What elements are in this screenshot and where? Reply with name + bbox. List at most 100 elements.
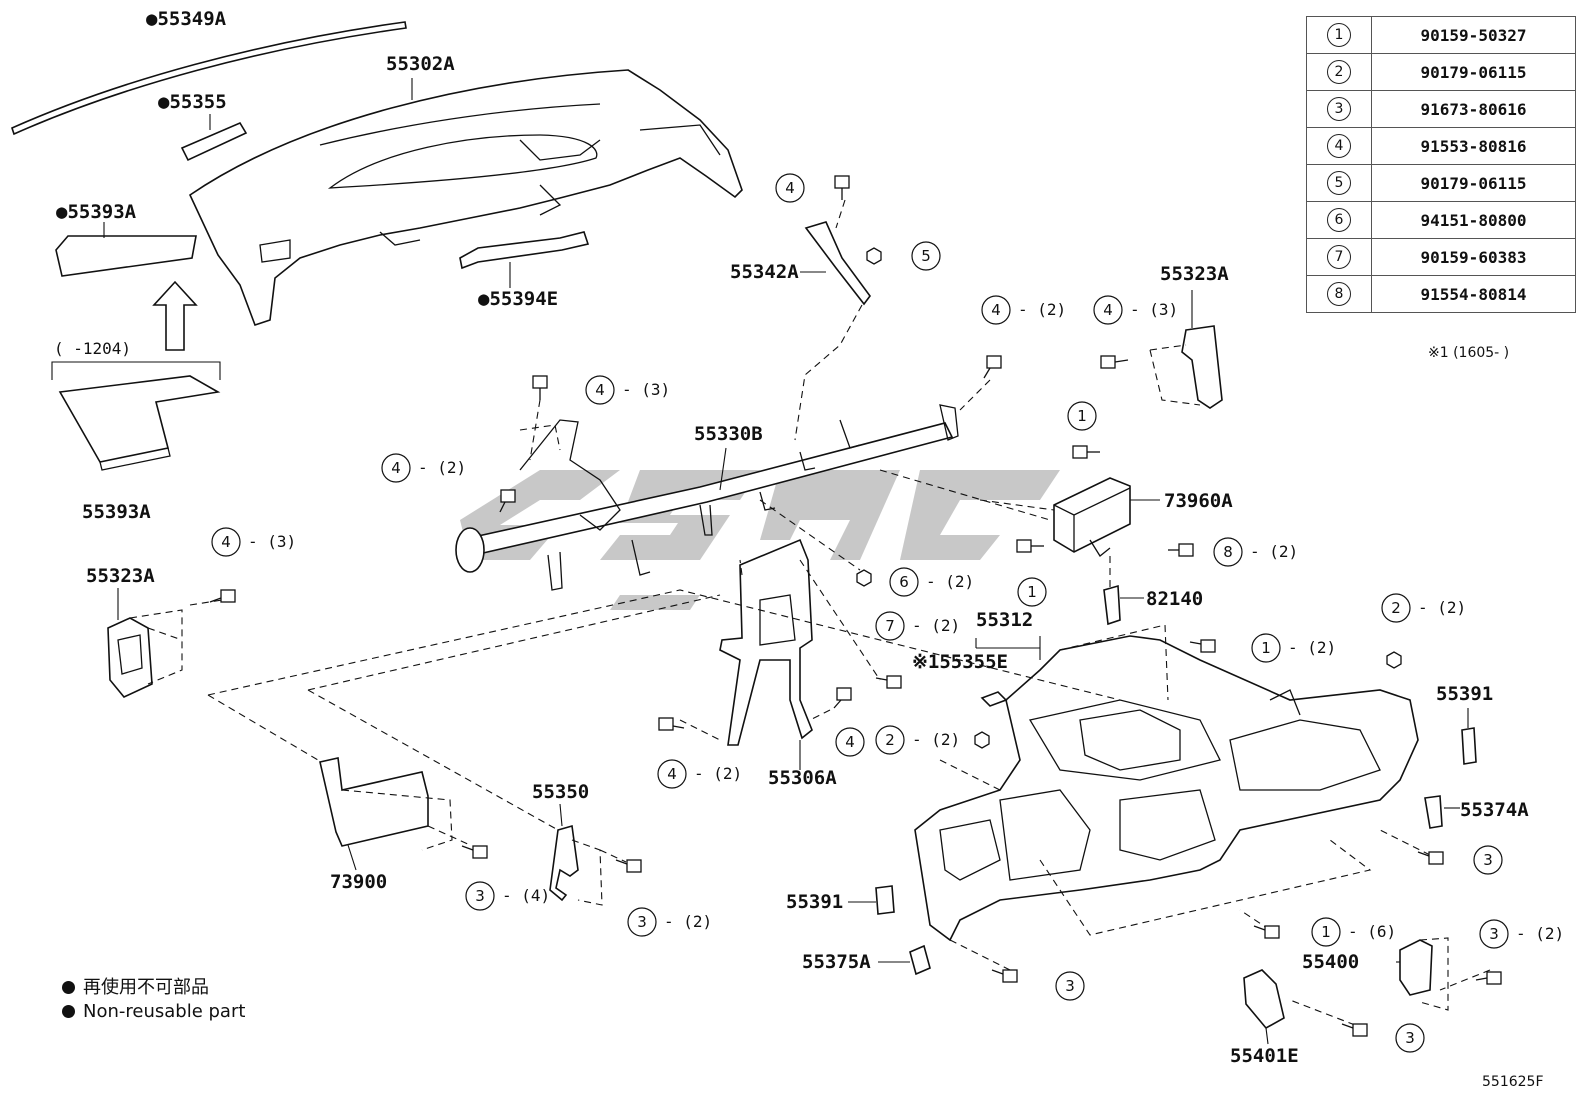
part-55394E-duct — [459, 231, 590, 270]
svg-text:- (2): - (2) — [1418, 598, 1466, 617]
label-55355: ●55355 — [158, 91, 227, 113]
svg-text:4: 4 — [667, 765, 677, 783]
label-73900: 73900 — [330, 871, 387, 893]
svg-text:1: 1 — [1321, 923, 1331, 941]
applicability-note: ※1 (1605- ) — [1428, 345, 1510, 361]
callout: 4 — [835, 727, 865, 757]
reference-key-cell: 5 — [1306, 164, 1372, 202]
nut-icon — [1386, 651, 1402, 669]
label-55312: 55312 — [976, 609, 1033, 631]
nut-icon — [974, 731, 990, 749]
svg-text:4: 4 — [221, 533, 231, 551]
part-labels: ●55349A 55302A ●55355 ●55393A ●55394E ( … — [54, 8, 1529, 1067]
bolt-icon — [1417, 851, 1444, 865]
label-55342A: 55342A — [730, 261, 799, 283]
label-55375A: 55375A — [802, 951, 871, 973]
svg-text:1: 1 — [1027, 583, 1037, 601]
svg-text:4: 4 — [1103, 301, 1113, 319]
reference-part-number: 94151-80800 — [1371, 201, 1576, 239]
reference-key: 3 — [1327, 97, 1351, 121]
label-73960A: 73960A — [1164, 490, 1233, 512]
label-55323A-left: 55323A — [86, 565, 155, 587]
reference-key: 5 — [1327, 171, 1351, 195]
reference-key-cell: 6 — [1306, 201, 1372, 239]
svg-text:- (2): - (2) — [664, 912, 712, 931]
svg-text:- (3): - (3) — [622, 380, 670, 399]
nut-icon — [856, 569, 872, 587]
callout: 4- (3) — [1093, 295, 1178, 325]
callout: 1 — [1017, 577, 1047, 607]
label-leaders — [103, 78, 1469, 1045]
part-55401E-cover — [1243, 969, 1285, 1030]
range-bracket — [51, 361, 221, 380]
legend-text-en: Non-reusable part — [83, 1001, 246, 1022]
svg-text:8: 8 — [1223, 543, 1233, 561]
reference-part-number: 91553-80816 — [1371, 127, 1576, 165]
label-82140: 82140 — [1146, 588, 1203, 610]
part-55391-left-pad — [875, 885, 895, 915]
reference-part-number: 90179-06115 — [1371, 164, 1576, 202]
callout: 2 - (2) — [1381, 593, 1466, 623]
bolt-icon — [1341, 1023, 1368, 1037]
bolt-icon — [1016, 539, 1044, 553]
bolt-icon — [1168, 543, 1194, 557]
svg-text:6: 6 — [899, 573, 909, 591]
reference-key-cell: 7 — [1306, 238, 1372, 276]
part-55323A-left-bracket — [107, 599, 223, 698]
svg-text:2: 2 — [885, 731, 895, 749]
svg-text:- (2): - (2) — [912, 616, 960, 635]
svg-text:- (6): - (6) — [1348, 922, 1396, 941]
callout: 3- (2) — [1479, 919, 1564, 949]
label-55391-right: 55391 — [1436, 683, 1493, 705]
callout: 2- (2) — [875, 725, 960, 755]
legend-row-jp: 再使用不可部品 — [62, 976, 245, 1000]
reference-key-cell: 2 — [1306, 53, 1372, 91]
callout: 7 - (2) — [875, 611, 960, 641]
part-55323A-right-bracket — [1149, 325, 1223, 409]
label-55306A: 55306A — [768, 767, 837, 789]
svg-text:- (2): - (2) — [1250, 542, 1298, 561]
svg-text:- (2): - (2) — [926, 572, 974, 591]
svg-text:- (2): - (2) — [694, 764, 742, 783]
svg-text:- (3): - (3) — [248, 532, 296, 551]
bolt-icon — [1100, 355, 1129, 369]
reference-key: 4 — [1327, 134, 1351, 158]
svg-text:7: 7 — [885, 617, 895, 635]
reference-key: 7 — [1327, 245, 1351, 269]
legend-text-jp: 再使用不可部品 — [83, 977, 209, 998]
label-55394E: ●55394E — [478, 288, 558, 310]
reference-key: 6 — [1327, 208, 1351, 232]
nut-icon — [866, 247, 882, 265]
part-55374A-clip — [1424, 795, 1443, 829]
bolt-icon — [209, 589, 236, 603]
callout: 3 — [1473, 845, 1503, 875]
label-55349A: ●55349A — [146, 8, 227, 30]
legend-row-en: Non-reusable part — [62, 1000, 245, 1024]
reference-row: 4 91553-80816 — [1306, 127, 1576, 165]
callout: 8 - (2) — [1213, 537, 1298, 567]
bolt-icon — [1072, 445, 1100, 459]
callout: 4- (3) — [585, 375, 670, 405]
part-55355-strip — [180, 121, 248, 162]
part-82140-bracket — [1103, 556, 1121, 626]
callout: 3 — [1055, 971, 1085, 1001]
svg-text:2: 2 — [1391, 599, 1401, 617]
reference-key: 1 — [1327, 23, 1351, 47]
reference-part-number: 91554-80814 — [1371, 275, 1576, 313]
svg-text:1: 1 — [1261, 639, 1271, 657]
bolt-icon — [1475, 971, 1502, 985]
label-55401E: 55401E — [1230, 1045, 1299, 1067]
range-label: ( -1204) — [54, 339, 131, 358]
reference-row: 5 90179-06115 — [1306, 164, 1576, 202]
part-55393A-sheet-top — [55, 235, 197, 277]
label-55374A: 55374A — [1460, 799, 1529, 821]
label-55355E: ※155355E — [912, 651, 1008, 673]
callout: 1- (2) — [1251, 633, 1336, 663]
bolt-icon — [991, 969, 1018, 983]
